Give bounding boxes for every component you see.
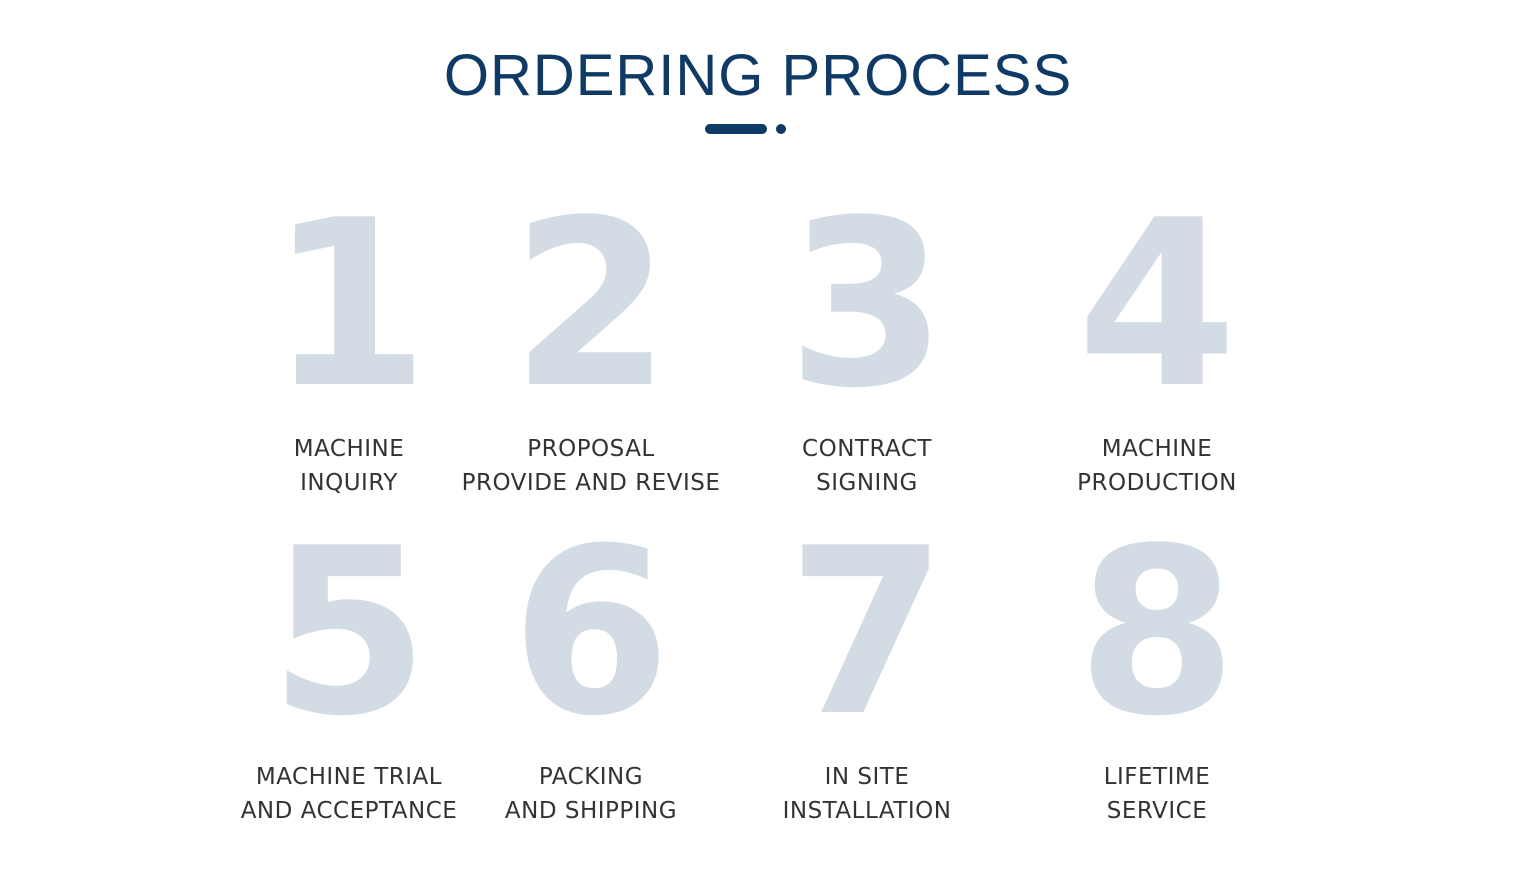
step-8: 8 LIFETIME SERVICE bbox=[1007, 540, 1307, 828]
svg-text:4: 4 bbox=[1077, 212, 1237, 392]
divider-bar bbox=[705, 124, 767, 134]
step-label: MACHINE TRIAL AND ACCEPTANCE bbox=[199, 760, 499, 828]
step-label-line-2: INSTALLATION bbox=[782, 798, 952, 824]
svg-text:5: 5 bbox=[269, 540, 429, 720]
page-title: ORDERING PROCESS bbox=[443, 43, 1073, 108]
step-5: 5 MACHINE TRIAL AND ACCEPTANCE bbox=[199, 540, 499, 828]
step-label-line-1: PROPOSAL bbox=[527, 436, 655, 462]
step-number-3: 3 bbox=[787, 212, 947, 392]
svg-text:1: 1 bbox=[269, 212, 429, 392]
step-label: LIFETIME SERVICE bbox=[1007, 760, 1307, 828]
svg-text:3: 3 bbox=[787, 212, 947, 392]
step-label: MACHINE INQUIRY bbox=[199, 432, 499, 500]
svg-text:7: 7 bbox=[787, 540, 947, 720]
step-label-line-1: MACHINE bbox=[293, 436, 405, 462]
step-2: 2 PROPOSAL PROVIDE AND REVISE bbox=[441, 212, 741, 500]
step-number-4: 4 bbox=[1077, 212, 1237, 392]
step-label-line-2: SERVICE bbox=[1106, 798, 1208, 824]
step-4: 4 MACHINE PRODUCTION bbox=[1007, 212, 1307, 500]
step-label-line-2: SIGNING bbox=[816, 470, 918, 496]
svg-text:8: 8 bbox=[1077, 540, 1237, 720]
step-label-line-1: IN SITE bbox=[824, 764, 910, 790]
step-label-line-2: INQUIRY bbox=[300, 470, 398, 496]
step-label-line-2: AND ACCEPTANCE bbox=[240, 798, 458, 824]
step-label: MACHINE PRODUCTION bbox=[1007, 432, 1307, 500]
step-label-line-1: MACHINE bbox=[1101, 436, 1213, 462]
step-label: PACKING AND SHIPPING bbox=[441, 760, 741, 828]
step-number-1: 1 bbox=[269, 212, 429, 392]
step-7: 7 IN SITE INSTALLATION bbox=[717, 540, 1017, 828]
step-label-line-2: AND SHIPPING bbox=[504, 798, 678, 824]
step-label: CONTRACT SIGNING bbox=[717, 432, 1017, 500]
step-label-line-2: PRODUCTION bbox=[1077, 470, 1237, 496]
svg-text:6: 6 bbox=[511, 540, 671, 720]
step-number-6: 6 bbox=[511, 540, 671, 720]
divider-dot bbox=[776, 124, 786, 134]
step-number-5: 5 bbox=[269, 540, 429, 720]
step-6: 6 PACKING AND SHIPPING bbox=[441, 540, 741, 828]
step-label-line-1: CONTRACT bbox=[802, 436, 932, 462]
step-label-line-1: PACKING bbox=[538, 764, 644, 790]
step-number-8: 8 bbox=[1077, 540, 1237, 720]
step-number-7: 7 bbox=[787, 540, 947, 720]
step-3: 3 CONTRACT SIGNING bbox=[717, 212, 1017, 500]
svg-text:2: 2 bbox=[511, 212, 671, 392]
step-label-line-1: MACHINE TRIAL bbox=[255, 764, 443, 790]
step-label: IN SITE INSTALLATION bbox=[717, 760, 1017, 828]
step-label-line-1: LIFETIME bbox=[1103, 764, 1211, 790]
step-label: PROPOSAL PROVIDE AND REVISE bbox=[441, 432, 741, 500]
step-1: 1 MACHINE INQUIRY bbox=[199, 212, 499, 500]
step-label-line-2: PROVIDE AND REVISE bbox=[461, 470, 721, 496]
step-number-2: 2 bbox=[511, 212, 671, 392]
title-divider bbox=[705, 123, 795, 135]
